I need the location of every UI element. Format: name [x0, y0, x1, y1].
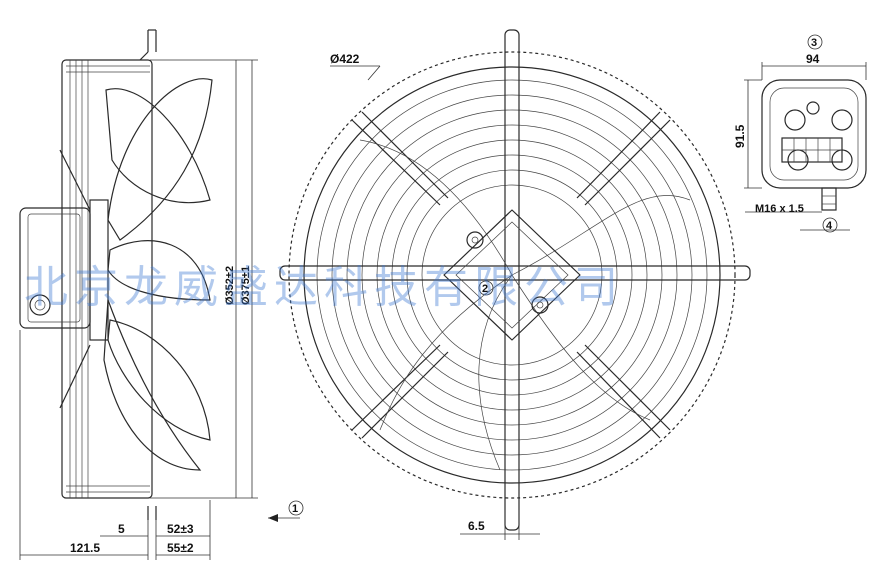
callout-1-label: 1 [292, 503, 298, 515]
watermark-text: 北京龙威盛达科技有限公司 [24, 262, 624, 313]
callout-2-label: 2 [482, 283, 488, 295]
dim-6-5-label: 6.5 [468, 519, 485, 533]
front-view [279, 29, 751, 540]
callout-4-label: 4 [826, 220, 833, 232]
callout-1 [268, 500, 304, 522]
dia-422-label: Ø422 [330, 52, 360, 66]
side-view [19, 29, 258, 520]
thread-label: M16 x 1.5 [755, 203, 804, 215]
dim-121-5-label: 121.5 [70, 541, 100, 555]
dim-94-label: 94 [806, 52, 820, 66]
terminal-box-view [744, 34, 867, 233]
bottom-dimensions [19, 330, 211, 560]
dim-52-label: 52±3 [167, 522, 194, 536]
callout-3-label: 3 [811, 37, 817, 49]
dim-91-5-label: 91.5 [733, 124, 747, 148]
dim-55-label: 55±2 [167, 541, 194, 555]
dim-5-label: 5 [118, 522, 125, 536]
dim-375-label: Ø375±1 [240, 266, 252, 305]
dim-352-label: Ø352±2 [224, 266, 236, 305]
